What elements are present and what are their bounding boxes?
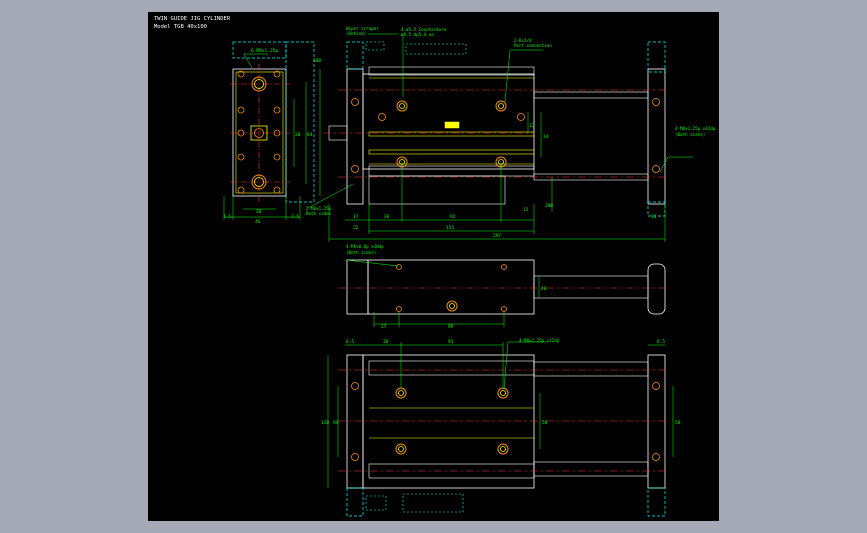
cad-drawing-area[interactable]: TWIN GUIDE JIG CYLINDER Model TGB 40x100 (148, 12, 719, 521)
dim-end-side-c: 100 (313, 58, 321, 64)
dim-top-17: 17 (353, 214, 359, 220)
callout-top-port: 2-Rc1/8 (514, 38, 532, 43)
dim-bot-6-5a: 6.5 (346, 339, 354, 345)
dim-bot-91: 91 (448, 339, 454, 345)
drawing-svg: TWIN GUIDE JIG CYLINDER Model TGB 40x100 (154, 16, 716, 517)
callout-side-ports: 6-M8x1.25p (251, 48, 278, 54)
callout-top-port-sub: Port connection (514, 43, 552, 48)
bottom-view: 4-M8x1.25p x12dp 6.5 6.5 30 91 120 94 58… (321, 338, 681, 517)
top-view: Wiper scraper (Behind) 4-ø5.5 Counterbor… (306, 26, 716, 242)
dim-end-right: 7.5 (291, 214, 299, 220)
dim-mid-27: 27 (381, 324, 387, 330)
dim-bot-6-5b: 6.5 (657, 339, 665, 345)
callout-wiper: Wiper scraper (346, 26, 379, 31)
dim-top-vert-a: 34 (543, 134, 549, 140)
callout-rod-mount: 4-ø5.5 Counterbore (401, 27, 447, 32)
callout-wiper-sub: (Behind) (346, 31, 366, 36)
end-view: 6-M8x1.25p 46 30 7.5 7.5 20 64 100 (223, 41, 321, 225)
callout-mid-tap-sub: (Both sides) (346, 250, 376, 255)
callout-lower-left-sub: Both sides (306, 211, 332, 216)
dim-bot-h2: 94 (333, 420, 339, 426)
drawing-model: Model TGB 40x100 (154, 24, 207, 30)
dim-bot-h3: 58 (542, 420, 548, 426)
dim-bot-h1: 120 (321, 420, 329, 426)
drawing-title: TWIN GUIDE JIG CYLINDER (154, 16, 231, 22)
dim-top-vert-b: 12 (529, 123, 535, 129)
dim-end-side-b: 64 (307, 132, 313, 138)
dim-end-total: 46 (255, 219, 261, 225)
dim-top-22: 22 (353, 225, 359, 231)
dim-top-11: 11 (651, 214, 657, 220)
middle-view: 4-M5x0.8p x10dp (Both sides) 27 99 40 (338, 244, 668, 330)
dim-end-left: 7.5 (223, 214, 231, 220)
dim-mid-99: 99 (448, 324, 454, 330)
dim-end-inner: 30 (256, 209, 262, 215)
dim-top-vert-c: 200 (545, 203, 553, 209)
dim-bot-h4: 58 (675, 420, 681, 426)
callout-rod-depth: ø9.5 dp5.4 ea (401, 32, 434, 37)
dim-top-12: 12 (523, 207, 529, 213)
dim-mid-h: 40 (541, 286, 547, 292)
dim-end-side-a: 20 (295, 132, 301, 138)
callout-lower-left: 2-M6x1.25p (306, 206, 332, 211)
dim-bot-30: 30 (383, 339, 389, 345)
callout-bottom-tap: 4-M8x1.25p x12dp (519, 338, 560, 343)
dim-top-36: 36 (384, 214, 390, 220)
dim-top-92: 92 (450, 214, 456, 220)
callout-mid-tap: 4-M5x0.8p x10dp (346, 244, 384, 249)
dim-top-overall: 297 (493, 233, 501, 239)
dim-top-len: 153 (446, 225, 454, 231)
callout-plate-tap: 4-M8x1.25p x12dp (675, 126, 716, 131)
callout-plate-tap-sub: (Both sides) (675, 132, 705, 137)
